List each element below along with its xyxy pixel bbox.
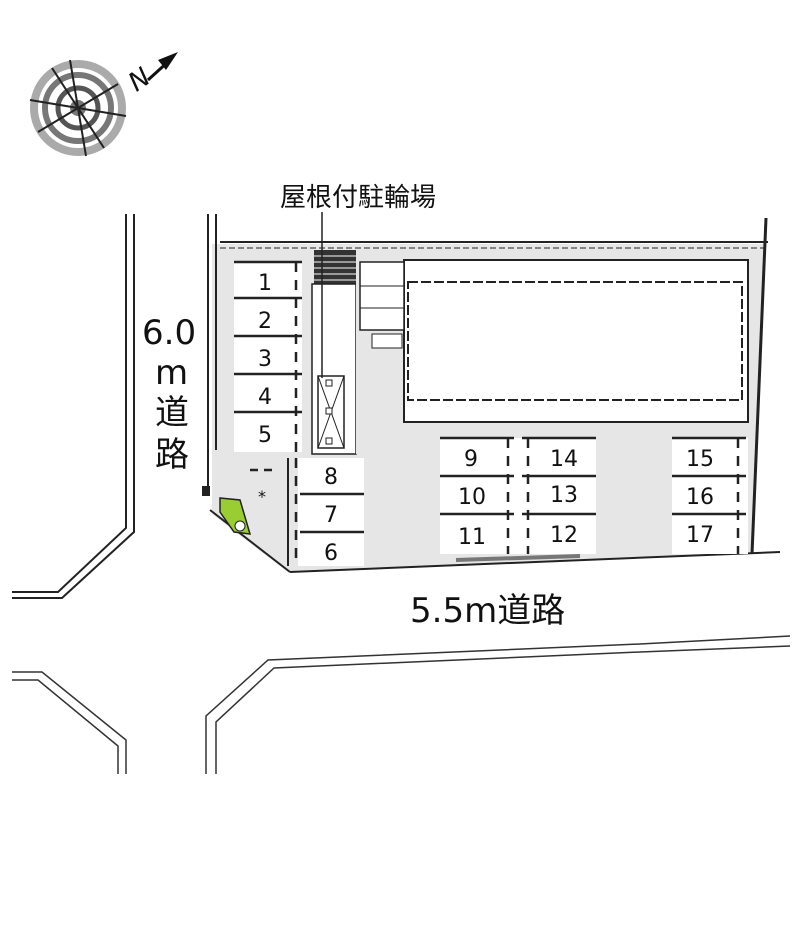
bicycle-parking bbox=[311, 212, 357, 455]
svg-text:路: 路 bbox=[155, 435, 189, 475]
left-road-boundary bbox=[12, 214, 135, 599]
compass-icon bbox=[29, 52, 178, 157]
svg-text:6.0: 6.0 bbox=[142, 313, 196, 353]
svg-text:道: 道 bbox=[155, 393, 189, 433]
parking-bays bbox=[234, 262, 748, 566]
site-boundary bbox=[207, 214, 781, 573]
marker-asterisk: * bbox=[258, 487, 266, 506]
left-road-label: 6.0 m 道 路 bbox=[142, 313, 196, 475]
bottom-road-label: 5.5m道路 bbox=[410, 591, 565, 631]
parking-space-11: 11 bbox=[458, 525, 486, 550]
bicycle-parking-label: 屋根付駐輪場 bbox=[280, 183, 436, 213]
parking-space-7: 7 bbox=[324, 503, 338, 528]
parking-space-2: 2 bbox=[258, 309, 272, 334]
parking-space-8: 8 bbox=[324, 465, 338, 490]
parking-numbers: 1 2 3 4 5 6 7 8 9 10 11 12 13 14 15 16 1… bbox=[258, 271, 714, 566]
parking-space-12: 12 bbox=[550, 523, 578, 548]
parking-space-14: 14 bbox=[550, 447, 578, 472]
parking-space-6: 6 bbox=[324, 541, 338, 566]
svg-text:m: m bbox=[155, 353, 188, 393]
parking-space-4: 4 bbox=[258, 385, 272, 410]
parking-space-15: 15 bbox=[686, 447, 714, 472]
parking-space-5: 5 bbox=[258, 423, 272, 448]
parking-space-9: 9 bbox=[464, 447, 478, 472]
compass-north-label: N bbox=[123, 62, 156, 98]
building bbox=[356, 258, 749, 454]
parking-space-3: 3 bbox=[258, 347, 272, 372]
parking-space-13: 13 bbox=[550, 483, 578, 508]
parking-space-16: 16 bbox=[686, 485, 714, 510]
parking-space-1: 1 bbox=[258, 271, 272, 296]
parking-space-17: 17 bbox=[686, 523, 714, 548]
bottom-road-boundary bbox=[12, 635, 791, 774]
parking-space-10: 10 bbox=[458, 485, 486, 510]
parking-lines bbox=[234, 260, 746, 566]
